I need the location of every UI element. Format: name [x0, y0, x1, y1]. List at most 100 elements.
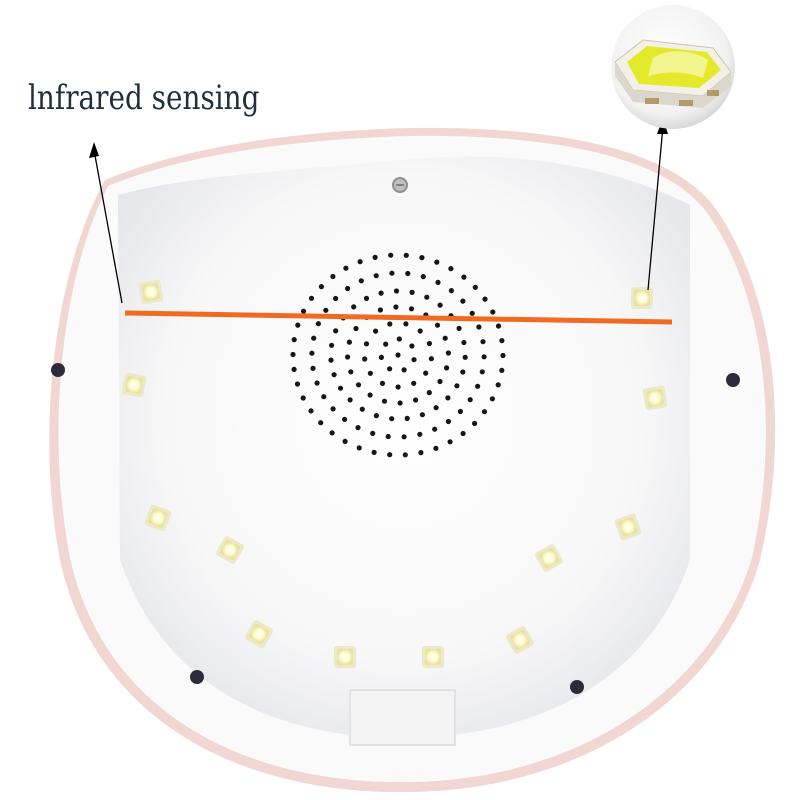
vent-hole: [378, 354, 384, 360]
vent-hole: [381, 398, 388, 404]
vent-hole: [437, 302, 443, 308]
vent-hole: [401, 434, 407, 440]
vent-hole: [447, 439, 453, 445]
vent-hole: [388, 252, 394, 258]
vent-hole: [495, 323, 502, 329]
led-chip-icon: [245, 620, 273, 648]
vent-hole: [314, 380, 320, 386]
vent-hole: [426, 340, 432, 347]
vent-hole: [393, 304, 399, 310]
vent-hole: [423, 370, 429, 376]
vent-hole: [370, 430, 376, 436]
vent-hole: [426, 390, 432, 396]
vent-hole: [363, 295, 370, 301]
vent-hole: [331, 372, 337, 378]
vent-hole: [362, 356, 368, 362]
vent-hole: [417, 431, 423, 437]
vent-hole: [445, 395, 451, 401]
vent-hole: [383, 341, 389, 347]
vent-hole: [367, 392, 373, 398]
led-chip-icon: [422, 646, 444, 668]
infrared-sensor-line: [124, 310, 673, 325]
vent-hole: [387, 321, 393, 327]
vent-hole: [413, 397, 419, 403]
vent-hole: [428, 356, 434, 362]
vent-hole: [419, 255, 425, 261]
side-screw-left: [51, 363, 65, 377]
vent-hole: [461, 339, 467, 346]
vent-hole: [291, 337, 297, 343]
vent-hole: [499, 367, 505, 373]
vent-hole: [397, 400, 403, 406]
vent-hole: [308, 295, 315, 301]
vent-hole: [345, 285, 351, 292]
vent-hole: [373, 273, 379, 279]
vent-hole: [337, 385, 344, 391]
vent-hole: [294, 381, 301, 387]
vent-hole: [460, 369, 466, 375]
vent-hole: [479, 369, 485, 375]
vent-hole: [404, 415, 410, 421]
vent-hole: [437, 378, 443, 385]
vent-hole: [403, 252, 409, 258]
vent-hole: [328, 357, 334, 363]
vent-hole: [405, 270, 411, 277]
vent-hole: [409, 343, 415, 349]
vent-hole: [347, 397, 353, 403]
vent-hole: [359, 406, 365, 412]
vent-hole: [389, 416, 395, 422]
vent-hole: [454, 383, 460, 389]
vent-hole: [387, 366, 393, 372]
vent-hole: [395, 352, 401, 358]
vent-hole: [348, 369, 354, 375]
vent-hole: [490, 309, 496, 315]
vent-hole: [433, 405, 439, 411]
vent-hole: [448, 288, 454, 294]
vent-hole: [482, 296, 488, 302]
vent-hole: [499, 338, 505, 344]
vent-hole: [411, 357, 417, 363]
vent-hole: [481, 409, 488, 415]
vent-hole: [448, 266, 454, 272]
vent-hole: [372, 254, 378, 260]
led-chip-icon: [642, 385, 668, 411]
vent-hole: [342, 438, 348, 444]
vent-hole: [435, 279, 441, 285]
vent-hole: [318, 284, 324, 290]
vent-hole: [330, 406, 336, 412]
vent-hole: [472, 420, 478, 426]
vent-hole: [445, 350, 451, 356]
vent-hole: [403, 321, 409, 327]
vent-hole: [329, 430, 335, 436]
vent-hole: [311, 335, 317, 341]
led-chip-icon: [138, 279, 164, 305]
vent-hole: [377, 307, 383, 313]
vent-hole: [467, 397, 473, 403]
led-chip-icon: [535, 544, 563, 572]
vent-hole: [461, 274, 467, 280]
vent-hole: [489, 396, 495, 402]
vent-hole: [323, 307, 329, 313]
vent-hole: [480, 339, 486, 345]
vent-hole: [358, 278, 364, 284]
vent-hole: [342, 416, 348, 422]
vent-hole: [472, 284, 478, 290]
vent-grille: [290, 252, 506, 458]
vent-hole: [395, 384, 401, 390]
vent-hole: [351, 304, 357, 310]
vent-hole: [456, 325, 462, 331]
vent-hole: [396, 336, 402, 342]
led-chip-icon: [334, 646, 356, 668]
vent-hole: [295, 322, 301, 328]
vent-hole: [462, 354, 468, 360]
vent-hole: [419, 412, 425, 418]
vent-hole: [433, 445, 439, 451]
vent-hole: [333, 295, 339, 302]
vent-hole: [411, 380, 417, 386]
vent-hole: [469, 310, 475, 316]
label-arrow-left: [93, 149, 123, 304]
bottom-screw-right: [570, 680, 584, 694]
vent-hole: [387, 452, 393, 458]
vent-hole: [357, 259, 363, 265]
